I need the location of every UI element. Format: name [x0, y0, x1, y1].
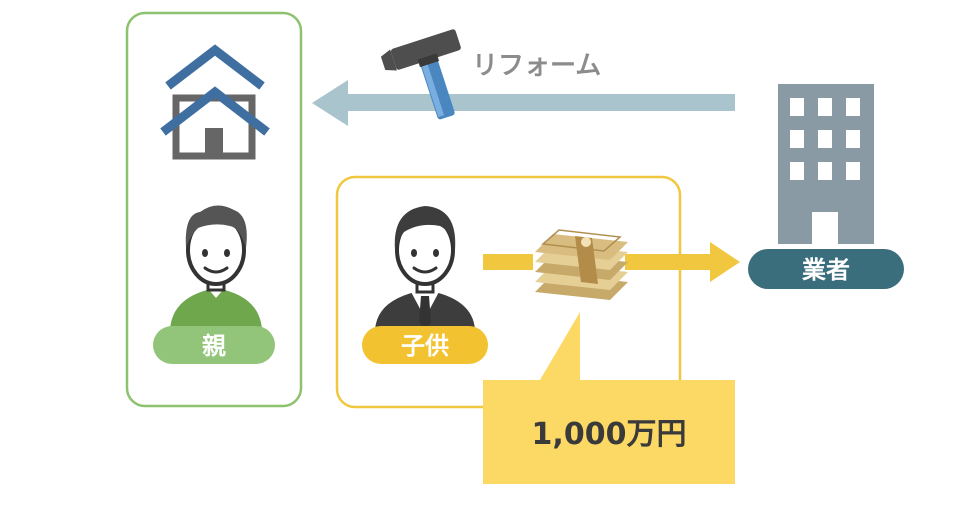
building-icon: [778, 84, 874, 244]
hammer-icon: [380, 29, 461, 120]
child-frame: [335, 175, 682, 409]
child-label: 子供: [401, 332, 449, 360]
parent-label: 親: [202, 332, 226, 360]
child-person-icon: [375, 206, 475, 330]
amount-callout: 1,000万円: [483, 312, 735, 484]
amount-label: 1,000万円: [532, 417, 687, 452]
contractor-pill: 業者: [748, 249, 904, 289]
contractor-label: 業者: [802, 256, 850, 284]
parent-person-icon: [170, 205, 262, 330]
child-pill: 子供: [362, 326, 488, 364]
reform-label: リフォーム: [472, 51, 601, 81]
money-bundle-icon: [535, 229, 628, 300]
payment-arrow: [483, 242, 740, 282]
reform-arrow: [312, 80, 735, 126]
parent-frame: [125, 11, 303, 408]
parent-pill: 親: [153, 326, 275, 364]
house-icon: [160, 44, 270, 160]
